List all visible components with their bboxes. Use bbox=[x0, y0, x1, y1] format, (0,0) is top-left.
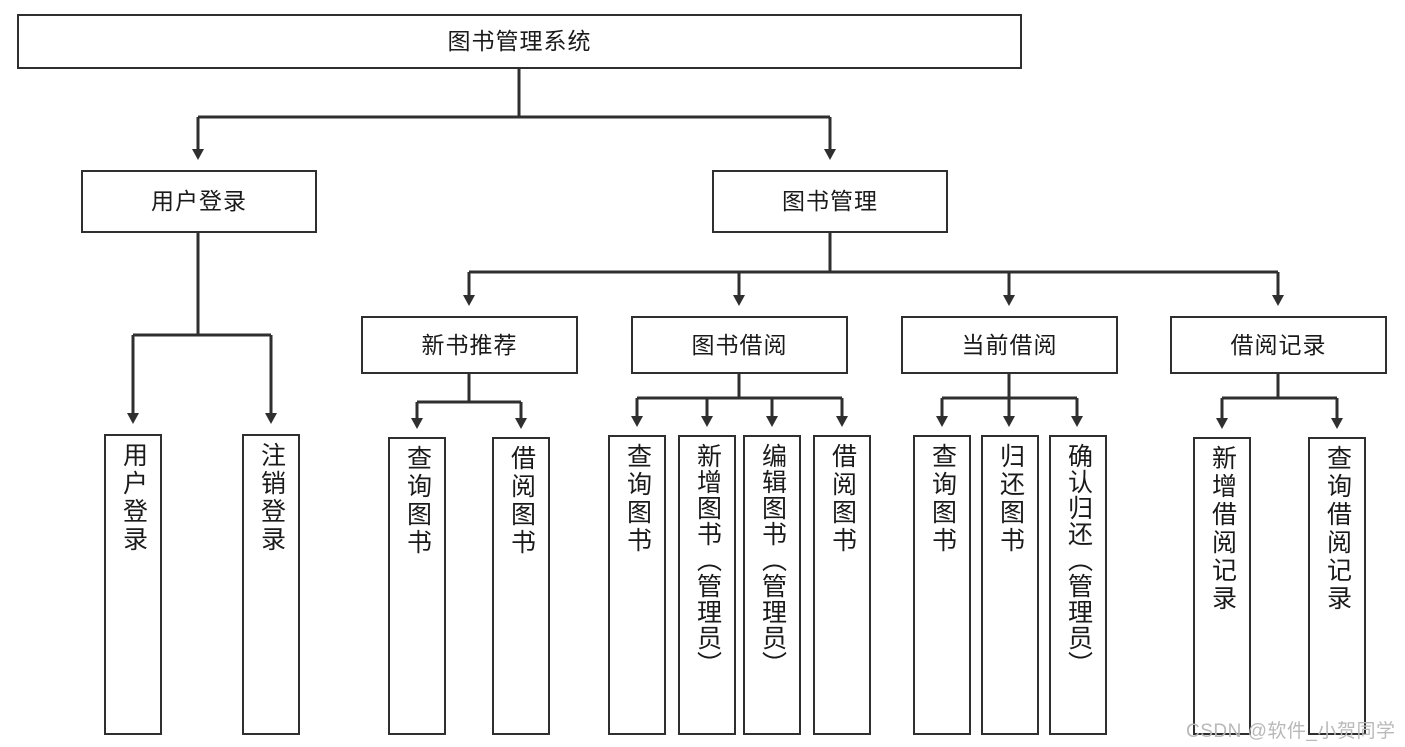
node-label: 借阅记录 bbox=[1230, 331, 1327, 358]
leaf-edit-book-admin[interactable]: 编辑图书（管理员） bbox=[743, 435, 801, 735]
leaf-add-book-admin[interactable]: 新增图书（管理员） bbox=[678, 435, 736, 735]
node-label: 归还图书 bbox=[996, 443, 1025, 555]
node-label: 用户登录 bbox=[151, 188, 247, 215]
node-label: 新书推荐 bbox=[421, 331, 518, 358]
node-label: 图书管理系统 bbox=[447, 28, 592, 55]
node-label: 图书管理 bbox=[782, 188, 878, 215]
node-book-borrow[interactable]: 图书借阅 bbox=[631, 316, 848, 374]
node-label: 确认归还（管理员） bbox=[1064, 443, 1093, 677]
leaf-user-login[interactable]: 用户登录 bbox=[104, 434, 162, 735]
node-user-login[interactable]: 用户登录 bbox=[81, 170, 317, 233]
node-label: 查询图书 bbox=[623, 443, 652, 555]
node-label: 借阅图书 bbox=[507, 445, 536, 557]
node-new-book-recommend[interactable]: 新书推荐 bbox=[361, 316, 578, 374]
leaf-borrow-book-recommend[interactable]: 借阅图书 bbox=[492, 437, 550, 735]
node-current-borrow[interactable]: 当前借阅 bbox=[901, 316, 1118, 374]
leaf-query-book-borrow[interactable]: 查询图书 bbox=[608, 435, 666, 735]
node-borrow-records[interactable]: 借阅记录 bbox=[1170, 316, 1387, 374]
node-label: 查询图书 bbox=[928, 443, 957, 555]
node-label: 借阅图书 bbox=[828, 443, 857, 555]
node-book-management[interactable]: 图书管理 bbox=[712, 170, 948, 233]
node-label: 新增图书（管理员） bbox=[693, 443, 722, 677]
leaf-confirm-return-admin[interactable]: 确认归还（管理员） bbox=[1049, 435, 1107, 735]
node-label: 注销登录 bbox=[257, 442, 286, 554]
node-label: 图书借阅 bbox=[691, 331, 788, 358]
leaf-borrow-book[interactable]: 借阅图书 bbox=[813, 435, 871, 735]
leaf-query-book-current[interactable]: 查询图书 bbox=[913, 435, 971, 735]
node-root-library-system[interactable]: 图书管理系统 bbox=[17, 14, 1022, 69]
leaf-query-borrow-record[interactable]: 查询借阅记录 bbox=[1308, 437, 1366, 735]
node-label: 用户登录 bbox=[119, 442, 148, 554]
node-label: 查询图书 bbox=[403, 445, 432, 557]
csdn-watermark: CSDN @软件_小贺同学 bbox=[1186, 721, 1396, 742]
leaf-logout[interactable]: 注销登录 bbox=[242, 434, 300, 735]
node-label: 编辑图书（管理员） bbox=[758, 443, 787, 677]
node-label: 新增借阅记录 bbox=[1208, 445, 1237, 613]
leaf-query-book-recommend[interactable]: 查询图书 bbox=[388, 437, 446, 735]
node-label: 当前借阅 bbox=[961, 331, 1058, 358]
leaf-return-book[interactable]: 归还图书 bbox=[981, 435, 1039, 735]
leaf-add-borrow-record[interactable]: 新增借阅记录 bbox=[1193, 437, 1251, 735]
node-label: 查询借阅记录 bbox=[1323, 445, 1352, 613]
